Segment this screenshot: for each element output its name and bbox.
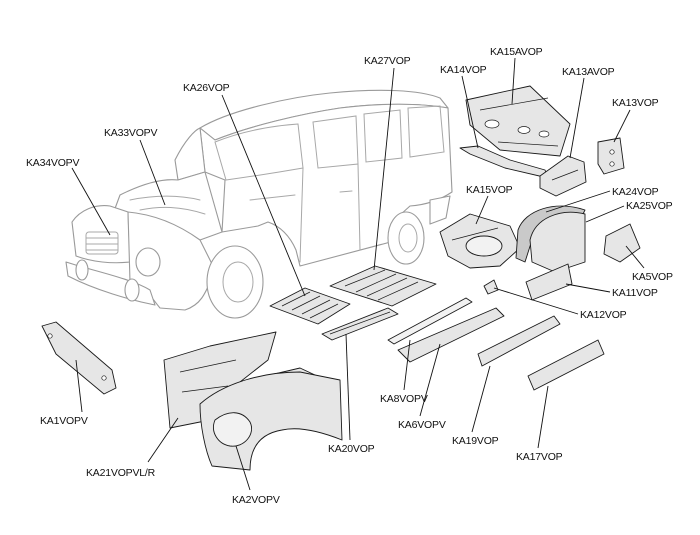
leader-ka19vop	[471, 365, 491, 433]
leader-ka27vop	[373, 67, 395, 271]
leader-ka15vop	[475, 195, 489, 225]
leader-ka14vop	[461, 75, 479, 149]
leader-ka34vopv	[71, 167, 111, 236]
label-ka12vop: KA12VOP	[580, 309, 627, 321]
leader-ka21vopvlr	[147, 417, 179, 463]
part-crossmember	[321, 307, 399, 341]
part-front-fender	[199, 371, 343, 471]
leader-ka6vopv	[419, 343, 441, 417]
label-ka13avop: KA13AVOP	[562, 66, 615, 78]
label-ka34vopv: KA34VOPV	[26, 157, 79, 169]
leader-ka13vop	[613, 109, 631, 143]
leader-ka1vopv	[75, 359, 83, 413]
label-ka15avop: KA15AVOP	[490, 46, 543, 58]
leader-ka26vop	[221, 94, 306, 297]
part-small-plate	[597, 137, 625, 175]
leader-ka12vop	[493, 287, 579, 315]
label-ka26vop: KA26VOP	[183, 82, 230, 94]
label-ka11vop: KA11VOP	[612, 287, 658, 299]
label-ka1vopv: KA1VOPV	[40, 415, 88, 427]
leader-lines	[71, 57, 645, 491]
part-rear-rocker	[477, 315, 561, 367]
part-lower-panel	[527, 339, 605, 391]
leader-ka17vop	[537, 385, 549, 449]
label-ka27vop: KA27VOP	[364, 55, 411, 67]
leader-ka11vop	[565, 283, 611, 293]
leader-ka2vopv	[235, 445, 251, 491]
part-corner-bracket	[539, 155, 587, 197]
part-rocker-panel	[397, 307, 505, 363]
part-front-apron	[41, 321, 117, 395]
leader-ka5vop	[625, 245, 645, 269]
leader-ka15avop	[511, 57, 516, 105]
label-ka13vop: KA13VOP	[612, 97, 659, 109]
part-labels: KA34VOPV KA33VOPV KA26VOP KA27VOP KA14VO…	[26, 46, 673, 506]
station-wagon-outline	[65, 89, 453, 319]
leader-ka24vop	[545, 190, 611, 213]
part-rear-panel	[465, 85, 571, 157]
part-floor-rear	[329, 265, 437, 307]
label-ka17vop: KA17VOP	[516, 451, 563, 463]
label-ka21vopvlr: KA21VOPVL/R	[86, 467, 156, 479]
label-ka24vop: KA24VOP	[612, 186, 659, 198]
label-ka2vopv: KA2VOPV	[232, 494, 280, 506]
label-ka6vopv: KA6VOPV	[398, 419, 446, 431]
label-ka5vop: KA5VOP	[632, 271, 673, 283]
leader-ka8vopv	[403, 339, 411, 391]
leader-ka25vop	[585, 205, 625, 223]
part-spare-well	[439, 213, 521, 269]
label-ka33vopv: KA33VOPV	[104, 127, 157, 139]
label-ka25vop: KA25VOP	[626, 200, 673, 212]
leader-ka20vop	[345, 333, 351, 441]
leader-ka13avop	[569, 77, 585, 159]
part-sill-strip	[387, 297, 473, 345]
part-outer-wheelhouse	[529, 211, 586, 273]
part-quarter-patch	[525, 263, 573, 301]
label-ka20vop: KA20VOP	[328, 443, 375, 455]
label-ka8vopv: KA8VOPV	[380, 393, 428, 405]
label-ka14vop: KA14VOP	[440, 64, 487, 76]
label-ka15vop: KA15VOP	[466, 184, 513, 196]
part-clip	[483, 279, 499, 295]
leader-ka33vopv	[139, 139, 166, 206]
label-ka19vop: KA19VOP	[452, 435, 499, 447]
part-floor-front	[269, 287, 351, 325]
